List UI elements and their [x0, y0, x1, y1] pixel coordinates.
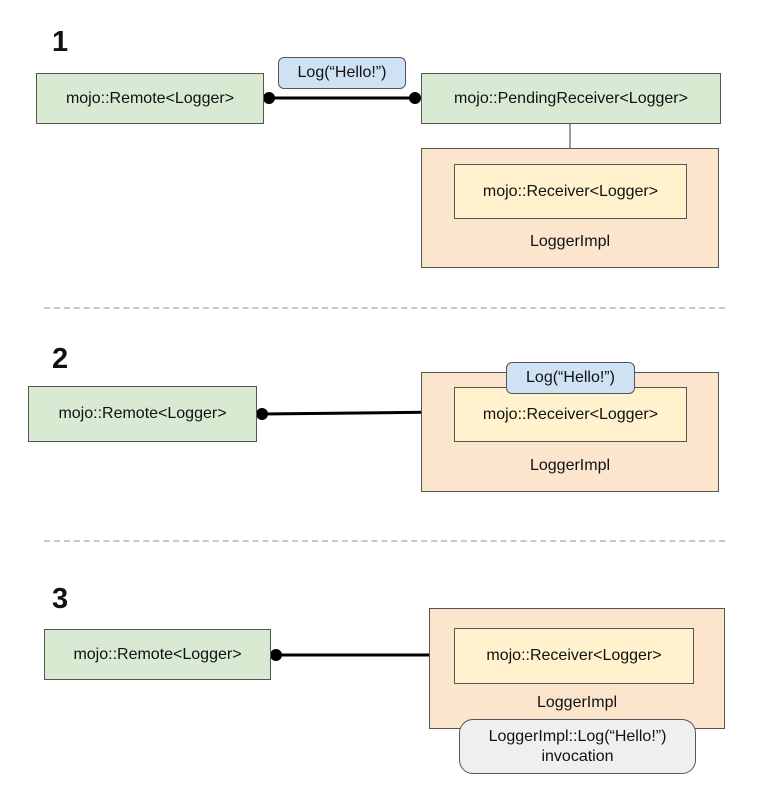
step-3-remote-box: mojo::Remote<Logger> [44, 629, 271, 680]
step-1-message-pill: Log(“Hello!”) [278, 57, 406, 89]
divider-1 [44, 307, 725, 309]
step-1-impl-box: mojo::Receiver<Logger> LoggerImpl [421, 148, 719, 268]
step-2-remote-box: mojo::Remote<Logger> [28, 386, 257, 442]
divider-2 [44, 540, 725, 542]
step-3-number: 3 [52, 583, 69, 615]
invocation-line-2: invocation [541, 747, 614, 765]
step-2-message-pill: Log(“Hello!”) [506, 362, 635, 394]
step-3-impl-box: mojo::Receiver<Logger> LoggerImpl [429, 608, 725, 729]
step-2-receiver-box: mojo::Receiver<Logger> [454, 387, 687, 442]
step-2-impl-label: LoggerImpl [529, 457, 611, 474]
step-1-impl-label: LoggerImpl [529, 233, 611, 250]
step-1-pending-receiver-box: mojo::PendingReceiver<Logger> [421, 73, 721, 124]
step-1-pipe [263, 92, 421, 104]
step-1-number: 1 [52, 26, 69, 58]
step-1-receiver-box: mojo::Receiver<Logger> [454, 164, 687, 219]
step-1-remote-box: mojo::Remote<Logger> [36, 73, 264, 124]
step-3-impl-label: LoggerImpl [536, 694, 618, 711]
step-3-pipe [270, 649, 454, 661]
invocation-line-1: LoggerImpl::Log(“Hello!”) [488, 727, 667, 745]
step-3-invocation-note: LoggerImpl::Log(“Hello!”) invocation [459, 719, 696, 774]
step-2-number: 2 [52, 343, 69, 375]
step-3-receiver-box: mojo::Receiver<Logger> [454, 628, 694, 684]
